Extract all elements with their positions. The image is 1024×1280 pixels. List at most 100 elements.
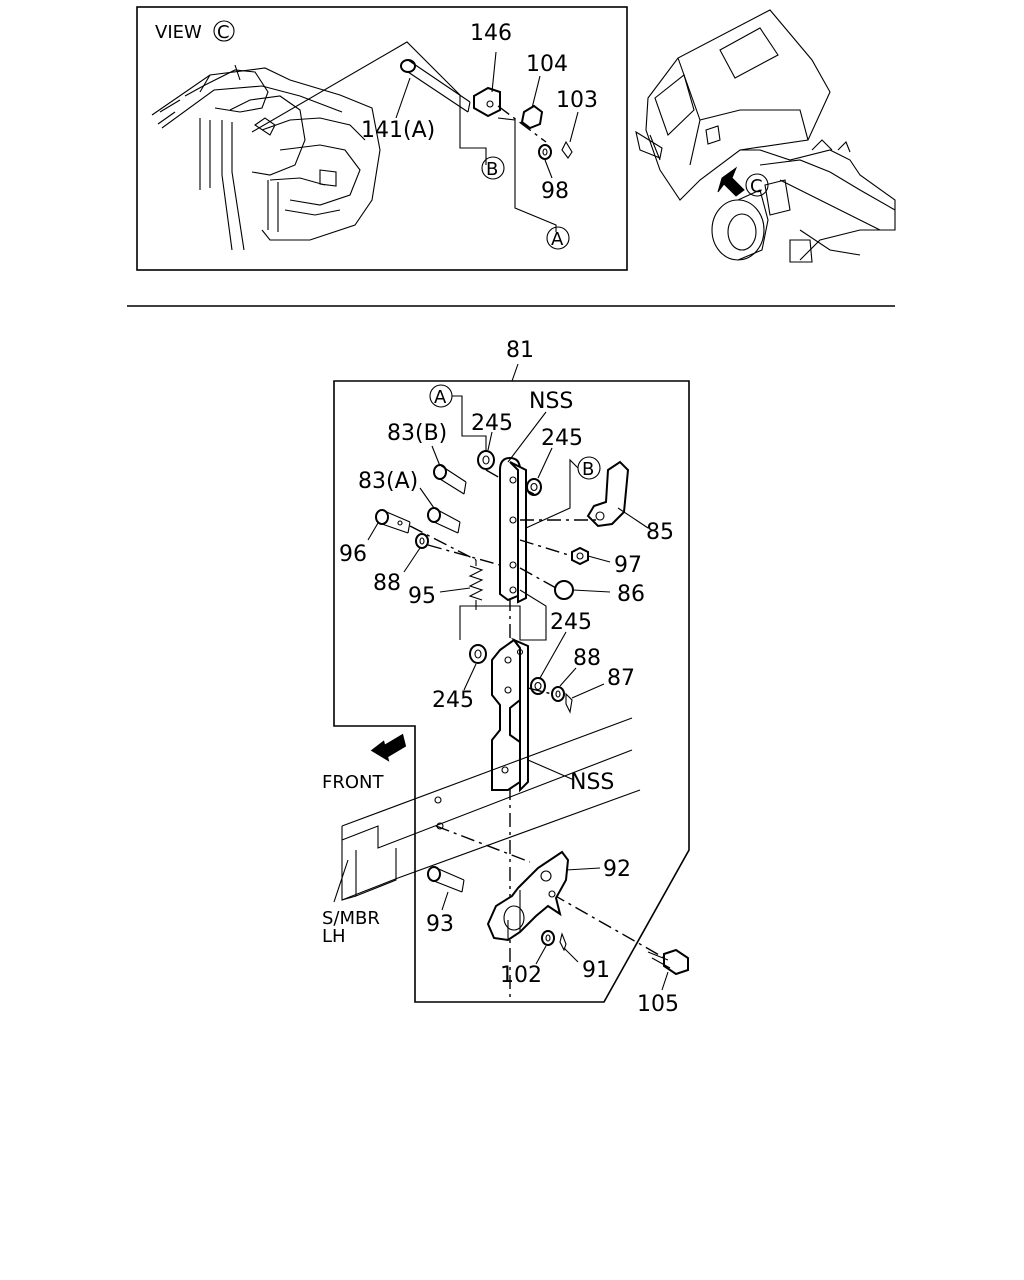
cotter-91 (559, 932, 567, 952)
label-245-1: 245 (471, 411, 513, 436)
washer-102 (541, 930, 555, 946)
ref-b-leader-main (525, 458, 579, 529)
leader-97 (587, 555, 611, 563)
bracket-146 (473, 51, 501, 118)
frame-hole-line (435, 825, 531, 863)
truck-view-mark-circle (745, 173, 769, 197)
front-arrow-icon (370, 733, 407, 762)
ref-a-circle-main (429, 384, 453, 408)
view-direction-arrow-icon (717, 166, 745, 197)
label-245-2: 245 (541, 426, 583, 451)
leader-88a (403, 547, 421, 573)
washer-98 (538, 144, 553, 179)
conn-line-4 (519, 539, 573, 557)
label-93: 93 (426, 912, 454, 937)
conn-line-5 (519, 567, 557, 589)
label-146: 146 (470, 21, 512, 46)
label-92: 92 (603, 857, 631, 882)
pin-83b (433, 464, 467, 495)
pin-83a (427, 507, 461, 534)
ref-b-circle-main (577, 456, 601, 480)
washer-245-top-right (526, 478, 542, 496)
leader-102 (535, 945, 547, 965)
label-87: 87 (607, 666, 635, 691)
ref-b-label: B (486, 159, 498, 180)
leader-245-3 (539, 631, 567, 679)
leader-nss-mid (527, 759, 575, 781)
leader-nss-top (507, 411, 547, 463)
label-86: 86 (617, 582, 645, 607)
view-ref-a-leader (497, 117, 557, 232)
leader-95 (439, 587, 471, 593)
label-98: 98 (541, 179, 569, 204)
ref-b-circle (481, 156, 505, 180)
spring-95 (468, 560, 484, 610)
label-85: 85 (646, 520, 674, 545)
truck-view-mark: C (750, 176, 763, 197)
leader-83a (419, 487, 435, 509)
leader-245-4 (463, 663, 477, 691)
conn-line-8 (527, 687, 553, 695)
label-141a: 141(A) (361, 118, 435, 143)
label-245-3: 245 (550, 610, 592, 635)
view-center-line (497, 105, 547, 143)
label-81: 81 (506, 338, 534, 363)
leader-93 (441, 891, 449, 911)
clip-86 (554, 580, 574, 600)
label-83a: 83(A) (358, 469, 418, 494)
conn-line-6 (427, 544, 501, 566)
leader-83b (431, 445, 441, 467)
label-smbr-lh: LH (322, 926, 346, 947)
leader-86 (572, 589, 611, 593)
nut-97 (571, 546, 589, 566)
leader-smbr (333, 859, 349, 903)
label-smbr: S/MBR (322, 908, 380, 929)
leader-245-1 (487, 431, 493, 451)
cotter-103 (561, 111, 579, 159)
bolt-105-line (551, 893, 669, 961)
view-panel-frame (136, 6, 628, 271)
lower-lever-nss (491, 637, 529, 793)
ref-a-label-main: A (434, 387, 447, 408)
leader-105 (661, 971, 669, 991)
label-105: 105 (637, 992, 679, 1017)
view-ref-b-leader (459, 95, 487, 165)
label-104: 104 (526, 52, 568, 77)
frame-side-member (341, 717, 641, 901)
label-88-right: 88 (573, 646, 601, 671)
washer-88-right (551, 686, 565, 702)
label-96: 96 (339, 542, 367, 567)
bracket-92 (486, 850, 570, 942)
label-83b: 83(B) (387, 421, 447, 446)
label-88-left: 88 (373, 571, 401, 596)
ref-a-leader-main (452, 395, 487, 450)
ref-a-circle (546, 226, 570, 250)
main-exploded-view: 81 (322, 338, 690, 1017)
view-title-mark: C (217, 22, 230, 43)
pin-141a (400, 59, 471, 113)
bolt-104 (520, 75, 544, 130)
truck-orientation-view: C (635, 9, 896, 263)
label-nss-top: NSS (529, 389, 573, 414)
ref-b-label-main: B (582, 459, 594, 480)
upper-lever-nss (499, 456, 527, 604)
washer-88-left (415, 533, 429, 549)
view-leader-1 (251, 41, 461, 133)
leader-141a (395, 77, 411, 119)
cotter-87 (565, 692, 573, 714)
washer-245-top-left (477, 450, 495, 470)
view-title-mark-circle (213, 20, 235, 42)
label-97: 97 (614, 553, 642, 578)
bolt-93 (427, 866, 465, 893)
view-c-panel: VIEW C (136, 6, 628, 271)
leader-87 (571, 683, 605, 699)
label-front: FRONT (322, 772, 384, 793)
ref-a-label: A (551, 229, 564, 250)
label-102: 102 (500, 963, 542, 988)
conn-line-7 (409, 525, 477, 561)
washer-245-lower-left (469, 644, 487, 664)
assembly-81-outline (333, 380, 690, 1003)
label-95: 95 (408, 584, 436, 609)
bracket-85 (586, 460, 649, 529)
